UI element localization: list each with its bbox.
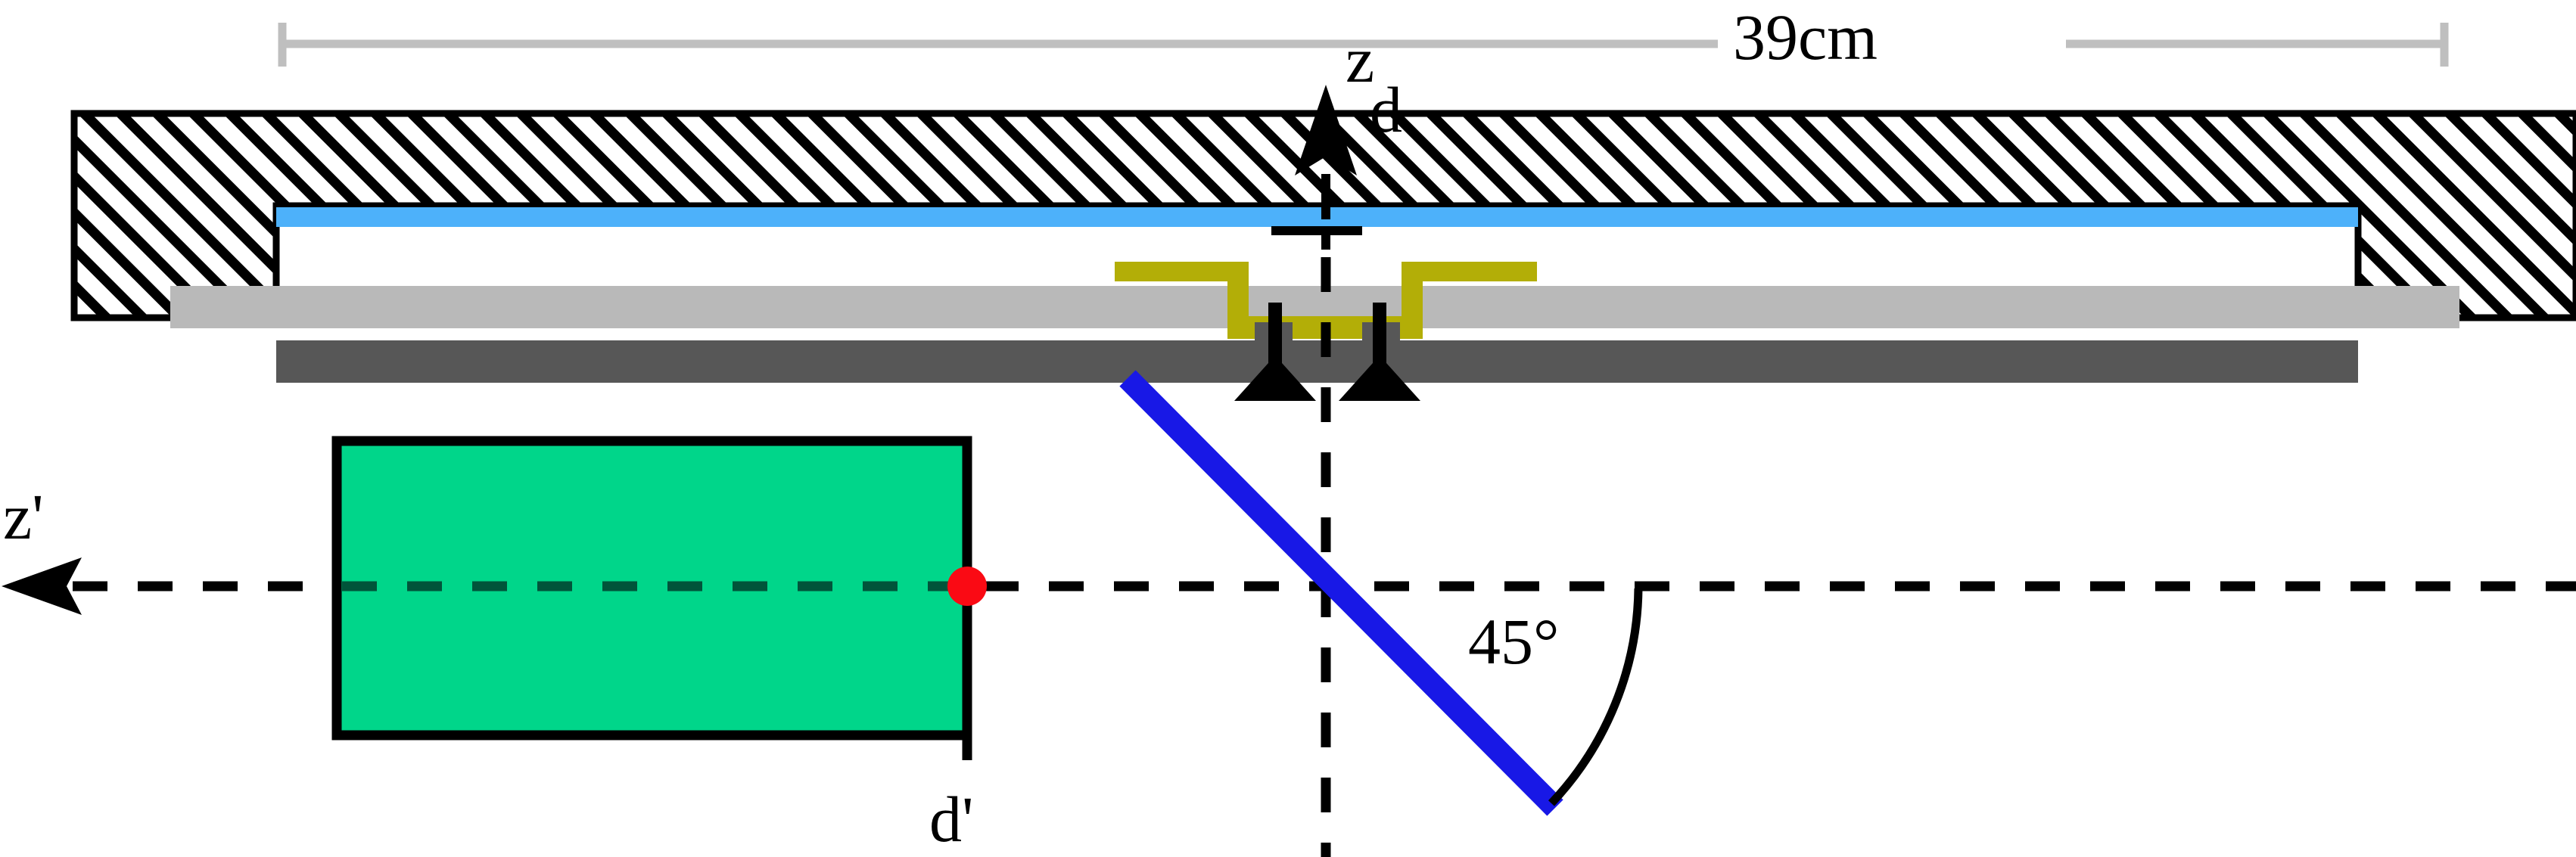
down-arrow-marker-left bbox=[1234, 303, 1316, 401]
width-dimension-bar bbox=[278, 23, 2449, 67]
angle-label: 45° bbox=[1468, 605, 1560, 678]
z-prime-arrowhead bbox=[2, 557, 82, 615]
blue-layer bbox=[276, 207, 2358, 227]
blue-beam-45deg bbox=[1119, 370, 1563, 816]
red-marker-dot bbox=[947, 567, 987, 606]
gold-bracket-right-wall bbox=[1402, 281, 1423, 339]
gap-d-label: d bbox=[1370, 73, 1402, 146]
gold-bracket-left-wall bbox=[1227, 281, 1249, 339]
z-axis-arrow bbox=[1295, 85, 1357, 219]
d-dimension-ticks bbox=[1271, 226, 1362, 250]
down-arrow-marker-right bbox=[1339, 303, 1420, 401]
dark-gray-layer bbox=[276, 340, 2358, 383]
z-prime-axis-label: z' bbox=[3, 480, 44, 553]
width-dimension-label: 39cm bbox=[1733, 1, 1878, 73]
angle-arc-45 bbox=[1548, 588, 1643, 806]
gold-bracket bbox=[1115, 262, 1537, 336]
gap-d-prime-label: d' bbox=[929, 783, 974, 855]
z-axis-label: z bbox=[1346, 23, 1375, 96]
